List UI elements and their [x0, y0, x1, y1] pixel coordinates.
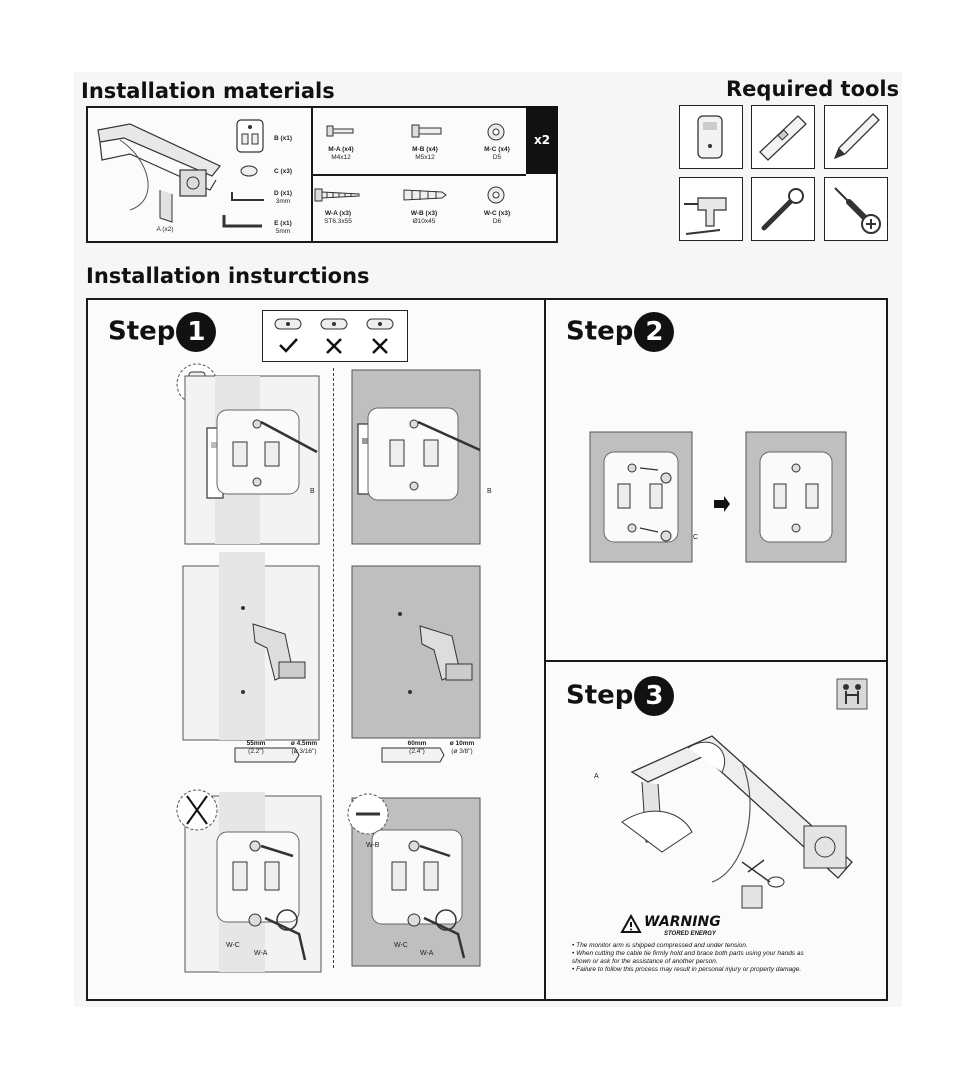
drill-bit-left: ø 4.5mm(ø 3/16"): [290, 740, 318, 755]
monitor-arm-icon: [97, 123, 221, 223]
screw-m4-icon: [326, 125, 354, 137]
two-person-icon: [836, 678, 868, 710]
tool-screwdriver: [824, 177, 888, 241]
part-b-label: B (x1): [273, 135, 293, 142]
tool-stud-finder: [679, 105, 743, 169]
step1-number: 1: [176, 312, 217, 352]
part-mc-label: M-C (x4)D5: [484, 146, 510, 161]
tool-power-drill: [679, 177, 743, 241]
part-ma-label: M-A (x4)M4x12: [328, 146, 354, 161]
drill-bit-right: ø 10mm(ø 3/8"): [449, 740, 475, 755]
part-d-label: D (x1)3mm: [273, 190, 293, 205]
tool-wrench: [751, 177, 815, 241]
washer-d6-icon: [487, 186, 505, 204]
wrench-icon: [761, 188, 804, 231]
pencil-icon: [833, 113, 880, 160]
tools-heading: Required tools: [726, 77, 900, 101]
screw-m5-icon: [411, 124, 442, 138]
cap-icon: [240, 165, 258, 177]
part-wb-label: W-B (x3)Ø10x45: [410, 210, 438, 225]
part-mb-label: M-B (x4)M5x12: [412, 146, 438, 161]
step3-cut-cable-tie-illustration: [621, 735, 853, 909]
part-wc-label: W-C (x3)D6: [483, 210, 511, 225]
step3-number: 3: [634, 676, 675, 716]
part-c-label: C (x3): [273, 168, 293, 175]
step3-label-a: A: [594, 773, 599, 780]
tool-spirit-level: [751, 105, 815, 169]
spirit-level-icon: [759, 115, 807, 161]
part-e-label: E (x1)5mm: [274, 220, 292, 235]
panel-divider-horizontal: [544, 660, 888, 662]
allen-key-5mm-icon: [222, 215, 262, 228]
warning-item: When cutting the cable tie firmly hold a…: [572, 950, 812, 966]
wall-plate-icon: [236, 119, 264, 153]
panel-divider-vertical: [544, 298, 546, 1001]
step1-label-b-right: B: [487, 488, 492, 495]
warning-item: The monitor arm is shipped compressed an…: [572, 942, 812, 950]
washer-d5-icon: [487, 123, 505, 141]
step2-number: 2: [634, 312, 675, 352]
materials-row-divider: [311, 174, 526, 176]
warning-title: WARNING: [644, 914, 721, 930]
step1-label-wa-left: W-A: [254, 950, 268, 957]
arm-label: A (x2): [156, 226, 174, 233]
step1-label-b-left: B: [310, 488, 315, 495]
drill-depth-right: 60mm(2.4"): [407, 740, 427, 755]
step1-label-wc-left: W-C: [226, 942, 240, 949]
step2-illustration: [589, 431, 847, 563]
step1-label-wb: W-B: [366, 842, 380, 849]
warning-list: The monitor arm is shipped compressed an…: [572, 942, 812, 974]
step2-label-c: C: [693, 534, 699, 541]
materials-heading: Installation materials: [81, 79, 335, 103]
step1-dashed-divider: [333, 368, 334, 968]
step1-wood-wall-illustration: [176, 363, 322, 973]
wall-anchor-icon: [403, 189, 447, 201]
part-wa-label: W-A (x3)ST6.3x55: [324, 210, 352, 225]
stud-alignment-guide: [262, 310, 408, 362]
warning-triangle-icon: [620, 914, 642, 933]
tool-pencil: [824, 105, 888, 169]
phillips-screwdriver-icon: [834, 187, 881, 234]
step1-concrete-wall-illustration: [347, 369, 481, 967]
drill-depth-left: 55mm(2.2"): [246, 740, 266, 755]
step1-label-wa-right: W-A: [420, 950, 434, 957]
multiplier-badge: x2: [526, 106, 558, 174]
warning-subtitle: STORED ENERGY: [664, 931, 716, 937]
wood-screw-icon: [314, 188, 360, 202]
warning-item: Failure to follow this process may resul…: [572, 966, 812, 974]
step1-label-wc-right: W-C: [394, 942, 408, 949]
instructions-heading: Installation insturctions: [86, 264, 370, 288]
allen-key-3mm-icon: [231, 192, 264, 201]
power-drill-icon: [684, 197, 727, 235]
stud-finder-icon: [697, 115, 723, 159]
